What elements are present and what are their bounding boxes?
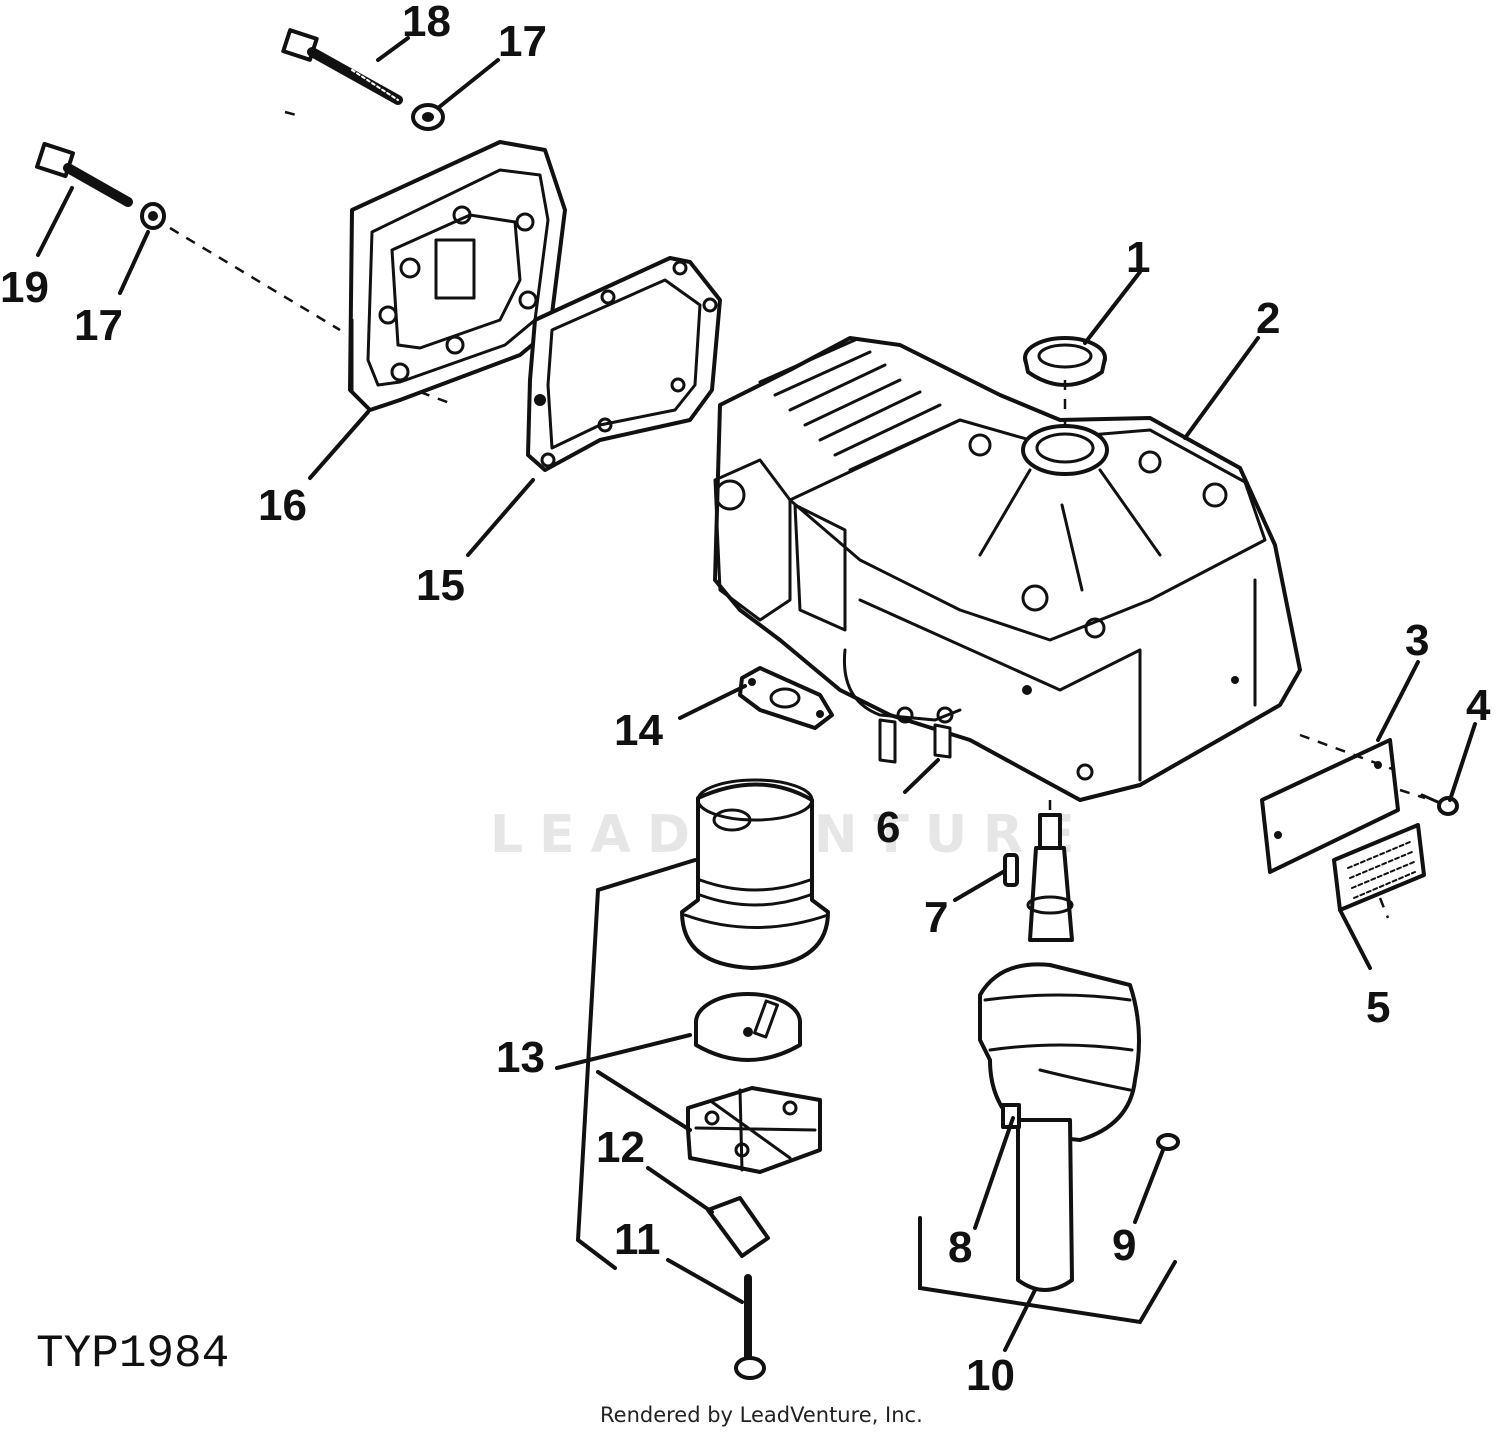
part-2-cylinder-block — [713, 336, 1302, 802]
part-17-washer-top — [411, 103, 445, 131]
group-brackets — [575, 858, 1177, 1325]
callout-5: 5 — [1366, 983, 1390, 1032]
callout-labels: 1 2 3 4 5 6 7 8 9 10 11 12 13 14 15 16 1… — [0, 0, 1491, 1400]
part-17-washer-left — [140, 202, 166, 230]
callout-13: 13 — [496, 1033, 545, 1082]
callout-4: 4 — [1466, 681, 1491, 730]
callout-14: 14 — [614, 706, 663, 755]
callout-18: 18 — [402, 0, 451, 46]
callout-19: 19 — [0, 263, 49, 312]
assembly-lines — [169, 110, 1426, 919]
part-13-piston — [680, 778, 830, 970]
part-15-head-gasket — [526, 256, 722, 472]
callout-12: 12 — [596, 1123, 645, 1172]
figure-reference: TYP1984 — [36, 1328, 229, 1380]
leader-lines — [36, 36, 1477, 1352]
callout-16: 16 — [258, 481, 307, 530]
callout-17-left: 17 — [74, 301, 123, 350]
callout-2: 2 — [1256, 294, 1280, 343]
callout-3: 3 — [1405, 616, 1429, 665]
part-14-gasket — [738, 666, 834, 730]
callout-8: 8 — [948, 1223, 972, 1272]
callout-10: 10 — [966, 1351, 1015, 1400]
part-10-crankshaft — [978, 813, 1141, 1292]
callout-6: 6 — [876, 803, 900, 852]
render-credit: Rendered by LeadVenture, Inc. — [600, 1403, 923, 1427]
part-9-pin — [1156, 1133, 1180, 1151]
part-18-bolt — [281, 28, 403, 105]
part-16-cylinder-head — [348, 140, 567, 412]
callout-1: 1 — [1126, 233, 1150, 282]
part-1-oil-seal — [1023, 336, 1107, 387]
part-19-bolt — [35, 141, 133, 207]
part-11-rod-bolt — [734, 1274, 766, 1380]
callout-15: 15 — [416, 561, 465, 610]
part-7-key — [1003, 853, 1019, 887]
part-5-decal — [1332, 823, 1426, 912]
callout-9: 9 — [1112, 1221, 1136, 1270]
part-12-lock-plate — [706, 1196, 770, 1258]
part-13-rod-cap — [694, 992, 802, 1062]
callout-17-top: 17 — [498, 17, 547, 66]
callout-11: 11 — [614, 1215, 661, 1264]
part-3-cover-plate — [1260, 738, 1400, 874]
callout-7: 7 — [924, 893, 948, 942]
part-4-screw — [1420, 793, 1459, 816]
part-13-connecting-rod — [686, 1086, 822, 1174]
